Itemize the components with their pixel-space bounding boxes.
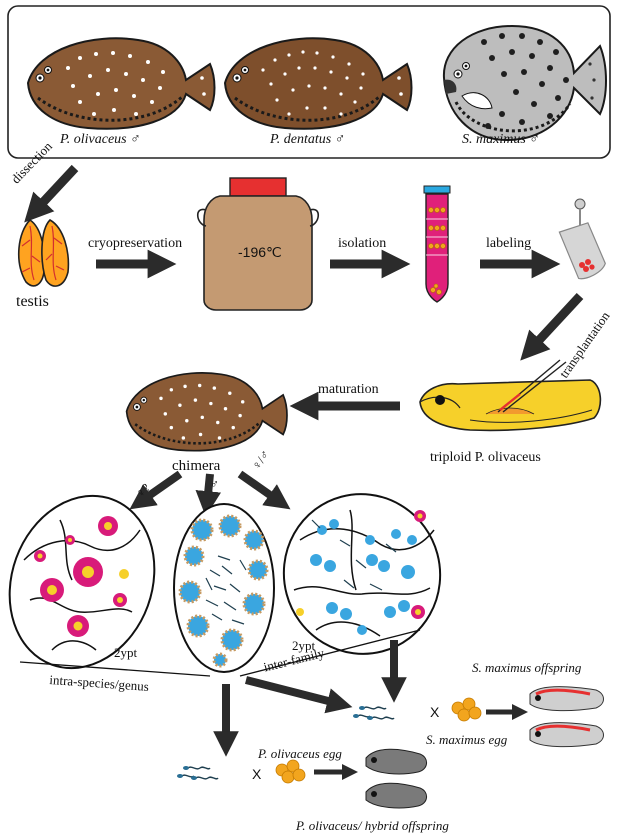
eggs-upper-icon (451, 697, 482, 722)
temperature-label: -196℃ (238, 244, 282, 260)
fish-maximus-icon (442, 24, 607, 142)
poli-offspring-icon (365, 748, 427, 809)
smax-egg-label: S. maximus egg (426, 732, 508, 747)
species-label-dentatus: P. dentatus ♂ (270, 132, 346, 147)
testis-label: testis (16, 293, 49, 310)
smax-offspring-icon (529, 686, 604, 748)
labeling-label: labeling (486, 236, 532, 251)
dissection-arrow (24, 164, 79, 223)
species-box (7, 5, 611, 159)
sperm-lower-icon (177, 766, 219, 780)
testis-icon (17, 218, 70, 287)
ypt-right-label: 2ypt (292, 638, 316, 653)
poli-egg-label: P. olivaceus egg (258, 746, 342, 761)
cross-symbol-upper: X (430, 704, 440, 720)
arrow-to-testis (195, 473, 222, 517)
fish-dentatus-icon (223, 37, 413, 130)
labeling-tube-icon (558, 198, 606, 280)
larva-host-icon (419, 359, 602, 432)
arrow-to-mixed (237, 470, 291, 510)
centrifuge-tube-icon (423, 185, 451, 303)
cryo-tank-icon (196, 177, 320, 311)
arrow-to-ovary (129, 470, 183, 510)
maturation-label: maturation (318, 382, 379, 397)
mixed-gonad-section-icon (282, 493, 442, 655)
poli-offspring-label: P. olivaceus/ hybrid offspring (296, 818, 449, 833)
chimera-fish-icon (125, 372, 288, 452)
testis-section-icon (173, 503, 275, 673)
intra-line (19, 661, 211, 677)
cross-symbol-lower: X (252, 766, 262, 782)
smax-offspring-label: S. maximus offspring (472, 660, 582, 675)
sperm-upper-icon (353, 706, 395, 720)
sex-label-male: ♂ (210, 477, 219, 491)
arrow-to-inter-cross (245, 676, 353, 714)
inter-line (239, 629, 421, 677)
host-label-text: triploid P. olivaceus (430, 450, 541, 465)
isolation-label: isolation (338, 236, 387, 251)
chimera-label: chimera (172, 458, 221, 474)
fish-olivaceus-icon (26, 37, 216, 130)
ovary-section-icon (8, 494, 156, 670)
cryopreservation-label: cryopreservation (88, 236, 183, 251)
species-label-maximus: S. maximus ♂ (462, 132, 540, 147)
eggs-lower-icon (275, 759, 306, 784)
ypt-left-label: 2ypt (114, 645, 138, 660)
species-label-olivaceus: P. olivaceus ♂ (60, 132, 141, 147)
host-label: triploid P. olivaceus (430, 450, 541, 466)
transplantation-arrow (520, 292, 584, 361)
